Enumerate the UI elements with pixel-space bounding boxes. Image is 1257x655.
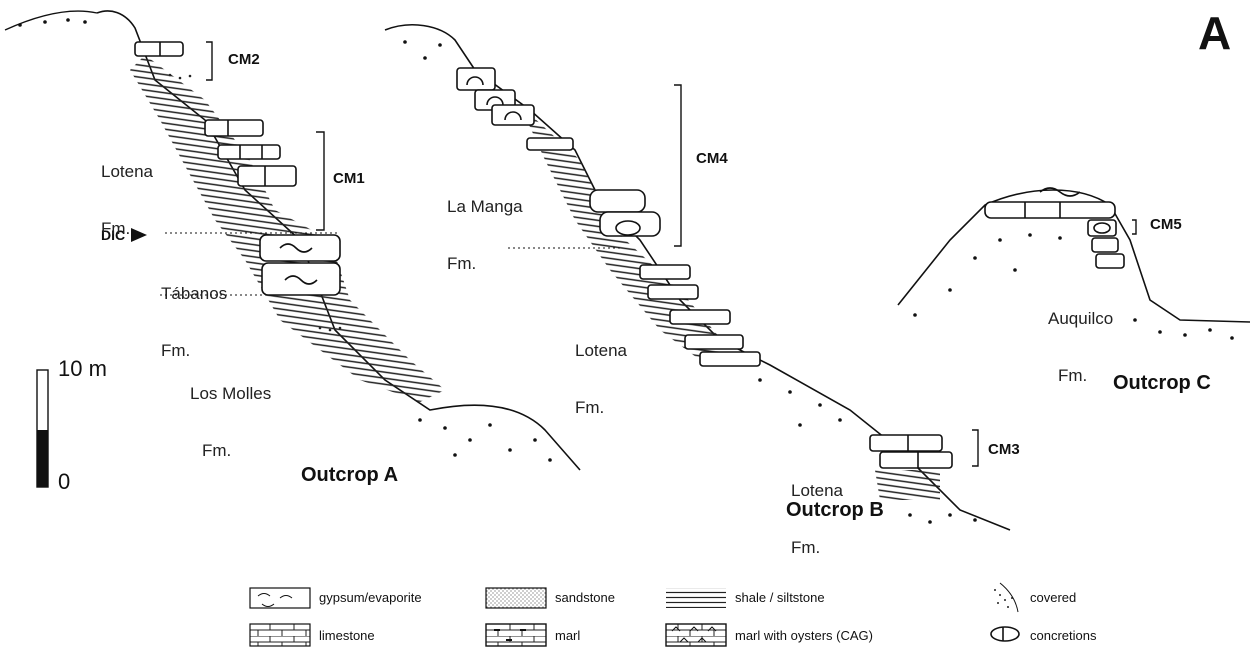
cm2-bracket	[206, 41, 213, 81]
legend-limestone-swatch	[249, 623, 311, 647]
formation-los-molles: Los Molles Fm.	[190, 346, 271, 479]
formation-la-manga: La Manga Fm.	[447, 159, 523, 292]
formation-name: Los Molles	[190, 384, 272, 403]
formation-suffix: Fm.	[447, 254, 477, 273]
outcrop-b-title: Outcrop B	[786, 499, 884, 521]
formation-name: Lotena	[101, 162, 153, 181]
outcrop-a-covered-dots	[18, 18, 552, 462]
outcrop-c-section	[897, 187, 1251, 340]
cm3-bracket	[972, 429, 979, 467]
marker-cm4: CM4	[696, 150, 728, 167]
formation-suffix: Fm.	[161, 341, 191, 360]
marker-cm5: CM5	[1150, 216, 1182, 233]
legend-label-sandstone: sandstone	[555, 590, 615, 605]
outcrop-b-section	[384, 24, 1011, 531]
marker-cm2: CM2	[228, 51, 260, 68]
legend-covered-swatch	[994, 582, 1019, 613]
cm4-bracket	[674, 84, 682, 247]
legend	[249, 582, 1020, 647]
outcrop-a-section	[4, 10, 581, 471]
scale-bottom-label: 0	[58, 469, 71, 494]
formation-suffix: Fm.	[1058, 366, 1088, 385]
formation-name: Lotena	[791, 481, 843, 500]
scale-top-label: 10 m	[58, 356, 107, 381]
panel-label: A	[1198, 7, 1232, 59]
formation-suffix: Fm.	[575, 398, 605, 417]
legend-label-marl: marl	[555, 628, 581, 643]
legend-gypsum-swatch	[249, 587, 311, 609]
outcrop-b-covered-dots	[403, 40, 977, 524]
formation-suffix: Fm.	[202, 441, 232, 460]
formation-tabanos: Tábanos Fm.	[161, 246, 227, 379]
formation-suffix: Fm.	[791, 538, 821, 557]
formation-suffix: Fm.	[101, 219, 131, 238]
formation-lotena-b2: Lotena Fm.	[791, 443, 843, 576]
legend-label-shale: shale / siltstone	[735, 590, 825, 605]
cm1-bracket	[316, 131, 325, 231]
outcrop-c-beds	[984, 187, 1125, 269]
scale-bar	[36, 369, 49, 488]
formation-name: Auquilco	[1048, 309, 1114, 328]
marker-cm3: CM3	[988, 441, 1020, 458]
formation-lotena-b1: Lotena Fm.	[575, 303, 627, 436]
formation-auquilco: Auquilco Fm.	[1048, 271, 1113, 404]
outcrop-b-profile-line	[384, 24, 1011, 531]
legend-oysters-swatch	[665, 623, 727, 647]
dic-arrow-icon	[131, 228, 147, 242]
legend-marl-swatch	[485, 623, 547, 647]
formation-lotena-a: Lotena Fm.	[101, 124, 153, 257]
legend-label-concretions: concretions	[1030, 628, 1097, 643]
outcrop-a-shale-band	[130, 55, 445, 402]
formation-name: Tábanos	[161, 284, 228, 303]
legend-shale-swatch	[666, 588, 726, 608]
outcrop-a-beds	[134, 41, 341, 296]
outcrop-b-beds	[456, 67, 953, 469]
marker-cm1: CM1	[333, 170, 365, 187]
formation-name: La Manga	[447, 197, 523, 216]
legend-label-gypsum: gypsum/evaporite	[319, 590, 422, 605]
legend-label-limestone: limestone	[319, 628, 375, 643]
outcrop-c-title: Outcrop C	[1113, 372, 1211, 394]
legend-concretions-swatch	[990, 626, 1020, 642]
cm5-bracket	[1132, 219, 1137, 235]
legend-sandstone-swatch	[485, 587, 547, 609]
legend-label-covered: covered	[1030, 590, 1077, 605]
outcrop-a-title: Outcrop A	[301, 464, 399, 486]
formation-name: Lotena	[575, 341, 627, 360]
legend-label-oysters: marl with oysters (CAG)	[735, 628, 873, 643]
marker-dic: DIC	[101, 227, 126, 243]
